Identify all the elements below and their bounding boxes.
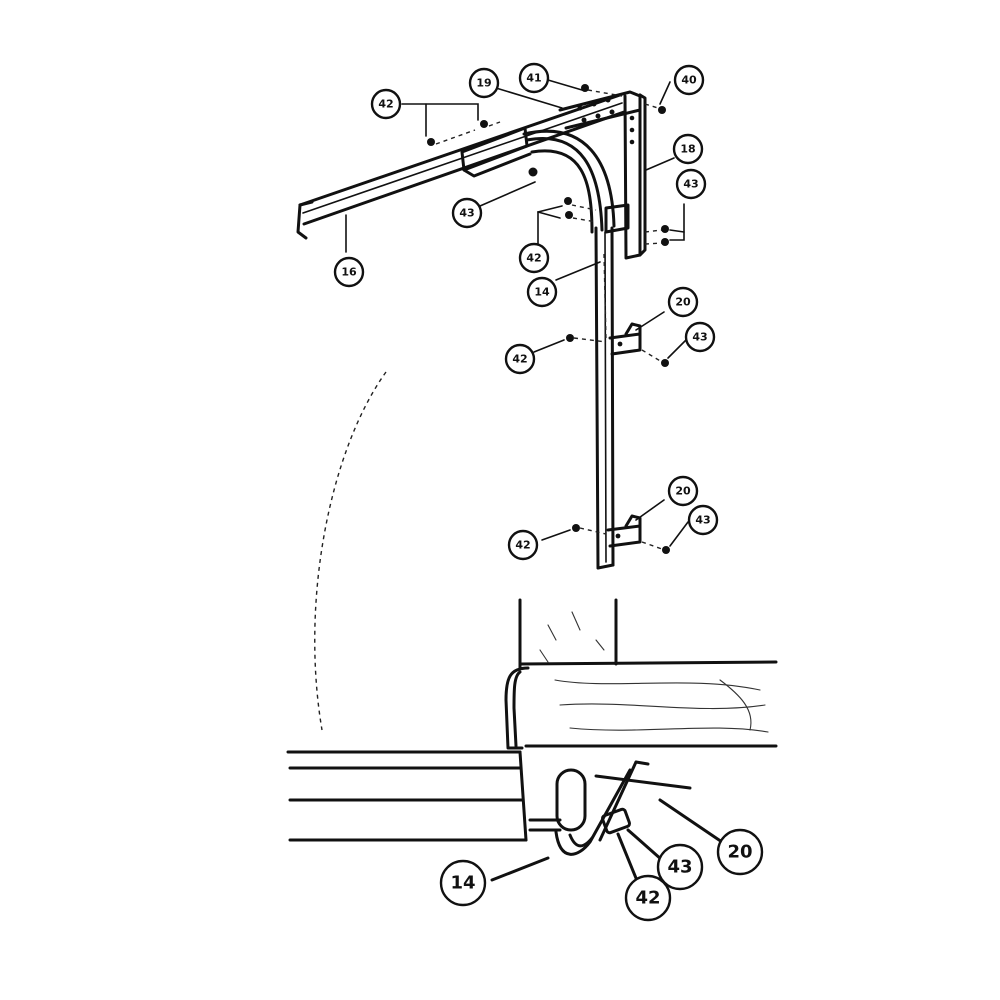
svg-text:42: 42 xyxy=(526,252,541,265)
svg-text:16: 16 xyxy=(341,266,357,279)
leader-lines xyxy=(345,79,724,890)
svg-text:43: 43 xyxy=(695,514,710,527)
svg-text:14: 14 xyxy=(450,873,475,894)
fasteners xyxy=(427,84,670,554)
lower-track-bracket xyxy=(606,514,642,548)
callout-c17: 14 xyxy=(439,859,487,907)
svg-text:41: 41 xyxy=(526,72,541,85)
callout-c4: 40 xyxy=(673,64,705,96)
door-panel-edge xyxy=(286,750,528,842)
svg-text:42: 42 xyxy=(635,888,660,909)
callout-c11: 20 xyxy=(667,286,699,318)
jamb-moulding xyxy=(504,666,530,750)
svg-text:42: 42 xyxy=(515,539,530,552)
callout-c20: 20 xyxy=(716,828,764,876)
horizontal-angle-bracket xyxy=(460,90,642,178)
svg-text:43: 43 xyxy=(459,207,474,220)
svg-text:20: 20 xyxy=(727,842,752,863)
callout-c12: 42 xyxy=(504,343,536,375)
svg-text:43: 43 xyxy=(692,331,707,344)
callout-c3: 41 xyxy=(518,62,550,94)
callout-c10: 14 xyxy=(526,276,558,308)
callout-c15: 42 xyxy=(507,529,539,561)
svg-text:40: 40 xyxy=(681,74,697,87)
callout-c13: 43 xyxy=(684,321,716,353)
callout-c14: 20 xyxy=(667,475,699,507)
svg-text:19: 19 xyxy=(476,77,491,90)
assembly-guide-lines xyxy=(435,89,663,550)
vertical-angle-bracket xyxy=(604,93,647,260)
callout-c16: 43 xyxy=(687,504,719,536)
svg-text:18: 18 xyxy=(680,143,695,156)
svg-text:14: 14 xyxy=(534,286,550,299)
upper-track-bracket xyxy=(608,322,642,356)
callout-c18: 42 xyxy=(624,874,672,922)
header-board xyxy=(518,660,778,748)
curved-track xyxy=(522,129,616,234)
callout-c8: 16 xyxy=(333,256,365,288)
callout-c7: 43 xyxy=(451,197,483,229)
svg-text:20: 20 xyxy=(675,485,691,498)
svg-text:43: 43 xyxy=(667,857,692,878)
callout-c1: 42 xyxy=(370,88,402,120)
door-jamb-post xyxy=(518,598,618,670)
svg-text:42: 42 xyxy=(378,98,393,111)
callout-c19: 43 xyxy=(656,843,704,891)
callout-c5: 18 xyxy=(672,133,704,165)
callout-c2: 19 xyxy=(468,67,500,99)
callout-c6: 43 xyxy=(675,168,707,200)
roller-and-track-detail xyxy=(528,760,692,856)
callout-c9: 42 xyxy=(518,242,550,274)
svg-text:42: 42 xyxy=(512,353,527,366)
door-swing-arc xyxy=(314,371,387,731)
svg-text:43: 43 xyxy=(683,178,698,191)
svg-text:20: 20 xyxy=(675,296,691,309)
